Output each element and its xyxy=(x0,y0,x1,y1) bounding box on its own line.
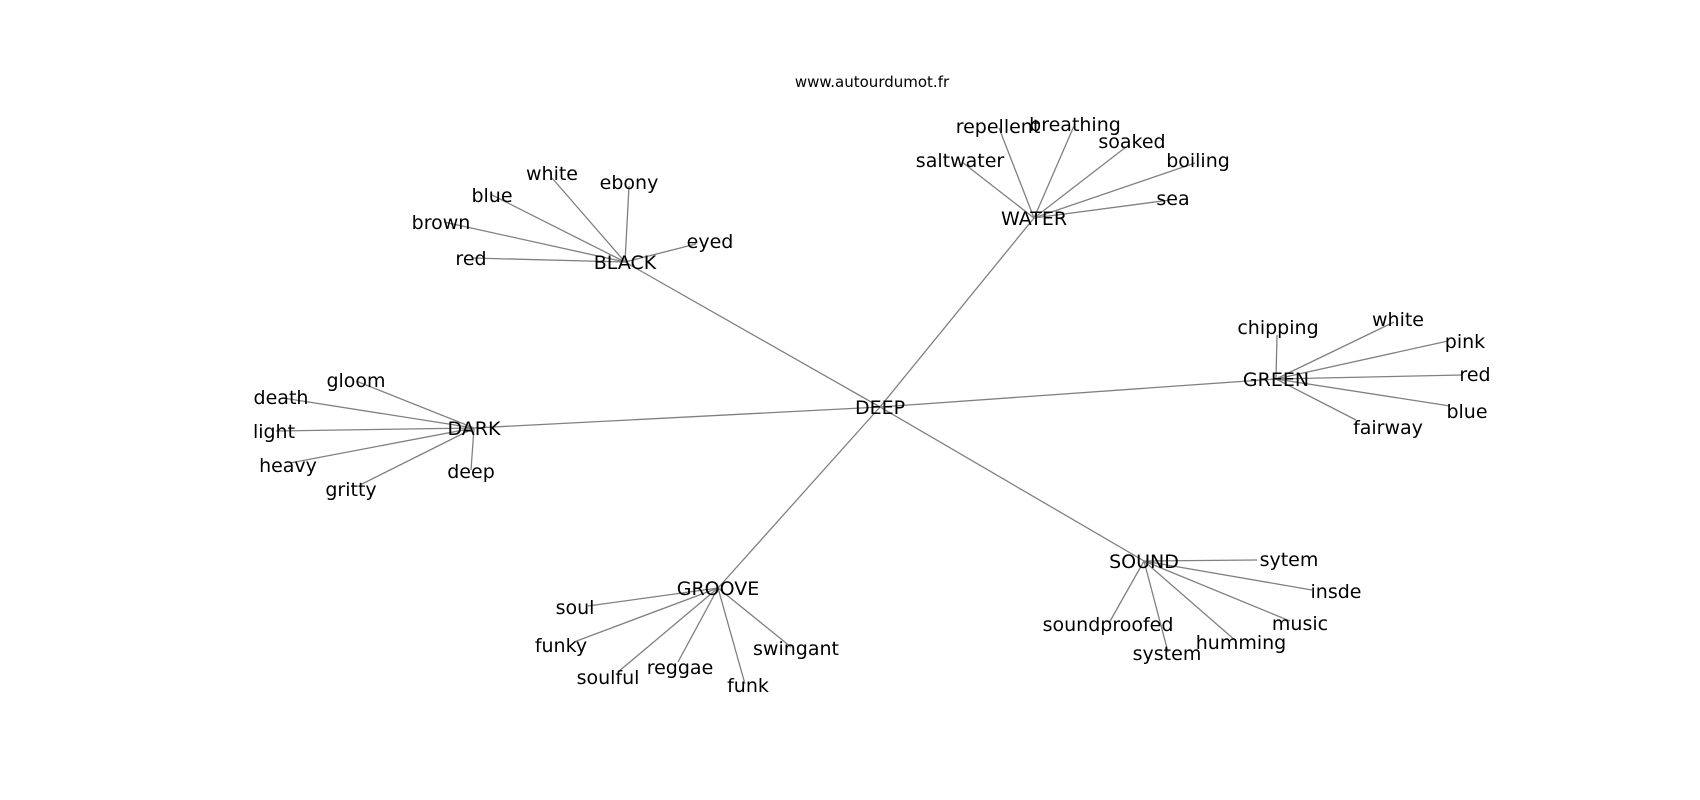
node-leaf-green-white: white xyxy=(1372,309,1424,331)
edge-green-chipping xyxy=(1275,334,1278,380)
node-hub-sound: SOUND xyxy=(1109,551,1179,573)
edge-deep-green xyxy=(879,378,1277,408)
edge-sound-humming xyxy=(1143,560,1237,642)
node-hub-black: BLACK xyxy=(594,252,657,274)
node-leaf-green-pink: pink xyxy=(1445,331,1485,353)
edge-sound-soundproofed xyxy=(1108,560,1145,624)
node-leaf-water-boiling: boiling xyxy=(1166,150,1230,172)
edge-deep-dark xyxy=(473,406,881,429)
node-leaf-black-brown: brown xyxy=(412,212,471,234)
node-leaf-water-repellent: repellent xyxy=(956,116,1041,138)
node-leaf-green-red: red xyxy=(1459,364,1490,386)
credit-text: www.autourdumot.fr xyxy=(795,73,950,91)
node-hub-dark: DARK xyxy=(448,418,501,440)
edge-black-brown xyxy=(443,221,626,263)
node-hub-groove: GROOVE xyxy=(677,578,760,600)
node-leaf-water-sea: sea xyxy=(1156,188,1189,210)
edge-dark-heavy xyxy=(289,427,475,464)
node-leaf-green-fairway: fairway xyxy=(1353,417,1423,439)
edge-sound-sytem xyxy=(1143,559,1258,562)
node-leaf-groove-swingant: swingant xyxy=(753,638,839,660)
edge-green-blue xyxy=(1275,378,1451,407)
edge-water-repellent xyxy=(998,127,1035,219)
edge-deep-black xyxy=(624,261,881,408)
node-leaf-groove-funk: funk xyxy=(727,675,769,697)
edge-green-red xyxy=(1275,374,1463,380)
edge-black-blue xyxy=(491,194,626,263)
edge-black-eyed xyxy=(624,243,697,263)
edge-green-fairway xyxy=(1275,378,1357,421)
edge-green-pink xyxy=(1275,340,1449,380)
edge-water-boiling xyxy=(1033,162,1196,219)
node-leaf-sound-system: system xyxy=(1133,643,1202,665)
edge-groove-swingant xyxy=(717,587,792,648)
edge-water-sea xyxy=(1033,199,1171,219)
node-leaf-green-chipping: chipping xyxy=(1237,317,1318,339)
edge-sound-system xyxy=(1143,560,1169,653)
node-hub-green: GREEN xyxy=(1243,369,1309,391)
edge-sound-insde xyxy=(1143,560,1313,591)
node-leaf-sound-soundproofed: soundproofed xyxy=(1043,614,1174,636)
node-leaf-black-white: white xyxy=(526,163,578,185)
edge-black-red xyxy=(471,257,626,263)
edge-groove-reggae xyxy=(677,587,719,663)
edges xyxy=(275,125,1463,685)
edge-groove-funk xyxy=(717,587,746,685)
node-hub-water: WATER xyxy=(1001,208,1067,230)
edge-groove-soulful xyxy=(617,587,719,673)
node-leaf-black-ebony: ebony xyxy=(600,172,659,194)
edge-water-breathing xyxy=(1033,125,1075,219)
edge-water-saltwater xyxy=(961,161,1035,219)
node-leaf-sound-humming: humming xyxy=(1196,632,1286,654)
edge-green-white xyxy=(1275,321,1395,380)
node-leaf-dark-heavy: heavy xyxy=(259,455,317,477)
node-leaf-water-soaked: soaked xyxy=(1098,131,1165,153)
edge-dark-death xyxy=(282,397,475,429)
edge-deep-sound xyxy=(879,406,1145,562)
edge-groove-soul xyxy=(587,587,719,607)
node-leaf-black-eyed: eyed xyxy=(687,231,734,253)
node-leaf-groove-funky: funky xyxy=(535,635,587,657)
node-leaf-dark-deep: deep xyxy=(447,461,495,483)
node-leaf-dark-death: death xyxy=(254,387,309,409)
node-center-deep: DEEP xyxy=(855,397,905,419)
node-leaf-sound-music: music xyxy=(1272,613,1328,635)
edge-groove-funky xyxy=(573,587,719,643)
node-leaf-black-red: red xyxy=(455,248,486,270)
edge-sound-music xyxy=(1143,560,1291,622)
node-leaf-dark-gritty: gritty xyxy=(325,479,376,501)
edge-deep-water xyxy=(879,217,1035,408)
node-leaf-black-blue: blue xyxy=(471,185,512,207)
edge-deep-groove xyxy=(717,406,881,589)
node-leaf-groove-soul: soul xyxy=(556,597,595,619)
edge-dark-gloom xyxy=(355,380,475,429)
node-leaf-groove-reggae: reggae xyxy=(647,657,714,679)
node-leaf-green-blue: blue xyxy=(1446,401,1487,423)
edge-black-ebony xyxy=(624,185,630,263)
node-leaf-water-saltwater: saltwater xyxy=(916,150,1005,172)
edge-dark-deep xyxy=(470,427,475,471)
edge-black-white xyxy=(551,177,626,263)
edge-dark-light xyxy=(275,427,475,432)
node-leaf-dark-gloom: gloom xyxy=(326,370,385,392)
node-leaf-water-breathing: breathing xyxy=(1029,114,1121,136)
edge-dark-gritty xyxy=(359,427,475,486)
edge-water-soaked xyxy=(1033,146,1127,219)
node-leaf-dark-light: light xyxy=(253,421,295,443)
node-leaf-sound-insde: insde xyxy=(1311,581,1362,603)
node-leaf-sound-sytem: sytem xyxy=(1260,549,1319,571)
node-leaf-groove-soulful: soulful xyxy=(577,667,640,689)
